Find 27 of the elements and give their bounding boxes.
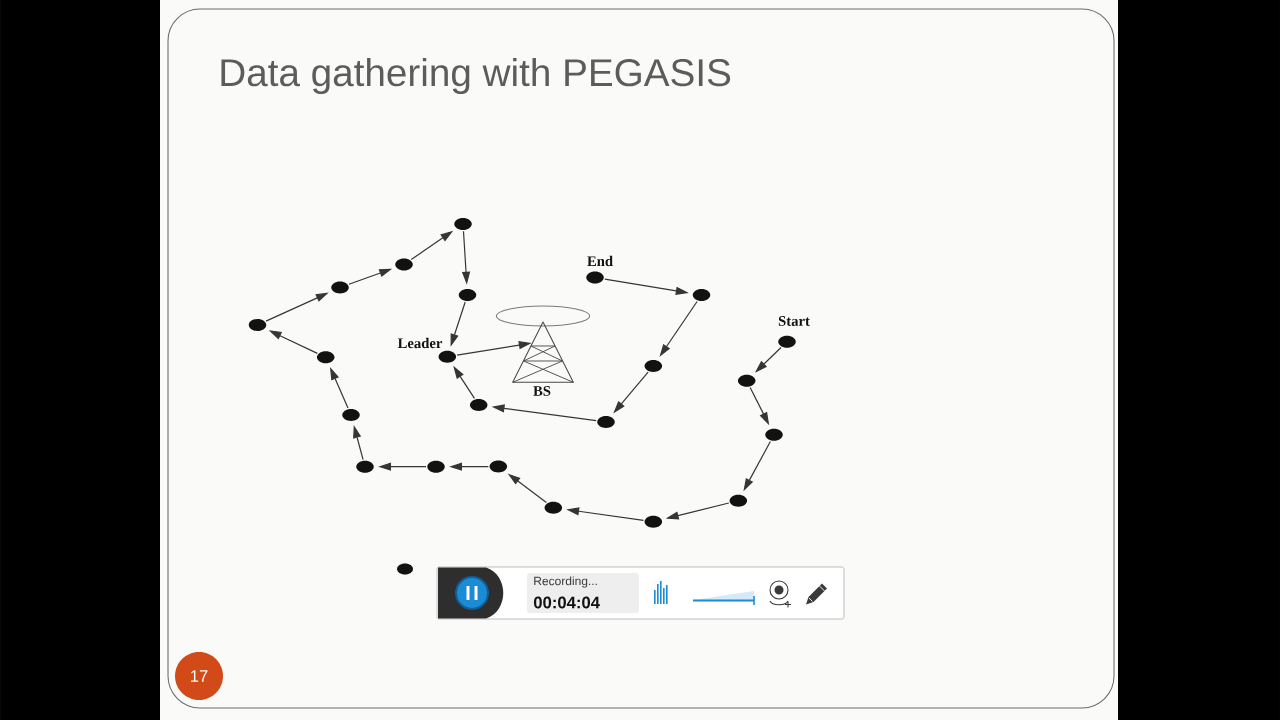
- node-dot: [489, 460, 508, 473]
- node-dot: [544, 501, 563, 514]
- node-label: Start: [778, 316, 810, 326]
- node-dot: [248, 319, 267, 331]
- node-dot: [356, 460, 374, 473]
- node-dot: [765, 428, 783, 441]
- node-dot: [737, 374, 756, 387]
- node-dot: [692, 289, 711, 301]
- node-dot: [331, 281, 349, 294]
- node-dot: [316, 351, 335, 364]
- node-dot: [342, 409, 360, 421]
- node-dot: [454, 218, 472, 230]
- node-dot: [469, 399, 488, 411]
- node-dot: [597, 416, 615, 428]
- node-label: Leader: [397, 337, 443, 349]
- node-dot: [644, 515, 663, 528]
- node-dot: [395, 258, 413, 271]
- status-text: Recording...: [534, 576, 597, 588]
- timer-text: 00:04:04: [533, 596, 600, 609]
- page-number: 17: [175, 652, 223, 700]
- node-dot: [458, 289, 477, 301]
- node-dot: [644, 360, 663, 372]
- node-dot: [427, 460, 445, 473]
- slide-title: Data gathering with PEGASIS: [221, 57, 731, 95]
- node-dot: [729, 494, 748, 507]
- node-label: End: [587, 255, 613, 267]
- node-label: BS: [533, 386, 551, 396]
